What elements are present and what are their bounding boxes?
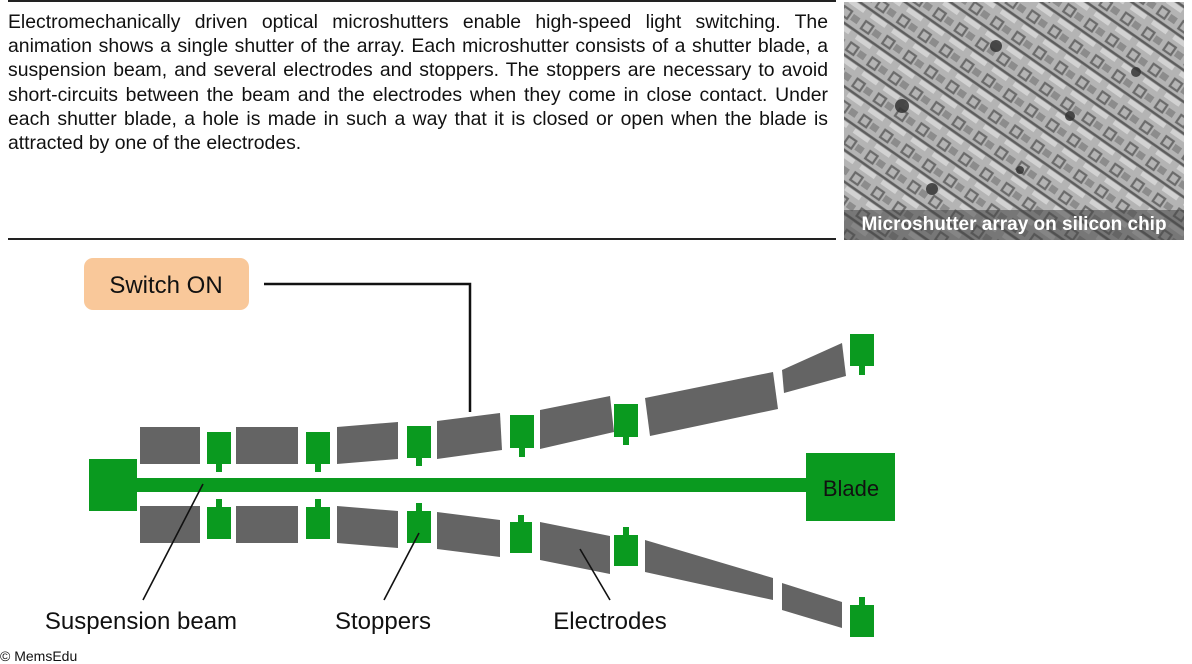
shutter-blade — [806, 453, 895, 521]
switch-leader-line — [264, 282, 472, 412]
electrodes-label: Electrodes — [553, 608, 666, 635]
stoppers-leader — [383, 532, 420, 601]
blade-label: Blade — [823, 476, 879, 501]
intro-paragraph: Electromechanically driven optical micro… — [8, 11, 828, 155]
electrodes-leader — [579, 548, 611, 601]
switch-on-label: Switch ON — [109, 272, 222, 299]
microshutter-photo: Microshutter array on silicon chip — [844, 2, 1184, 240]
upper-stoppers — [207, 334, 874, 472]
lower-electrodes — [140, 506, 842, 628]
suspension-beam-label: Suspension beam — [45, 608, 237, 635]
lower-stoppers — [207, 499, 874, 637]
suspension-beam — [134, 478, 810, 492]
copyright-note: © MemsEdu — [0, 648, 78, 664]
stoppers-label: Stoppers — [335, 608, 431, 635]
switch-on-tag — [84, 258, 249, 310]
upper-electrodes — [140, 343, 846, 464]
photo-caption: Microshutter array on silicon chip — [844, 210, 1184, 240]
microshutter-photo-image — [844, 2, 1184, 240]
anchor-pad — [89, 459, 137, 511]
top-rule — [8, 0, 836, 2]
bottom-rule — [8, 238, 836, 240]
suspension-beam-leader — [142, 483, 204, 601]
